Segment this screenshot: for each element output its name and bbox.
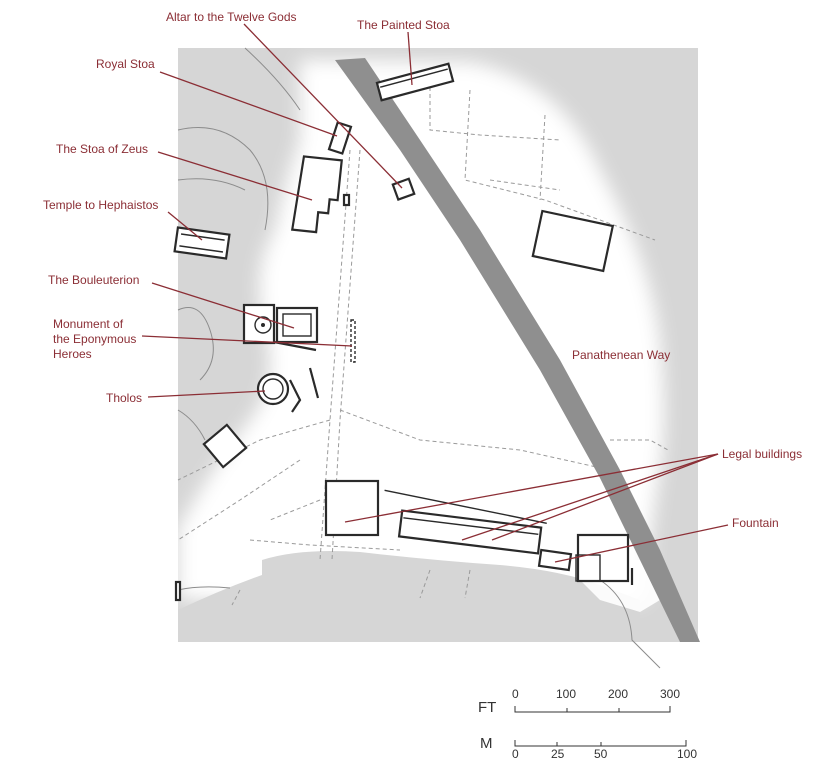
leader-lines [141, 23, 729, 563]
label-legal-buildings: Legal buildings [722, 447, 802, 461]
leader-bouleuterion [151, 282, 295, 329]
scale-m-label: M [480, 735, 493, 752]
leader-stoa-zeus [157, 151, 313, 201]
label-hephaistos: Temple to Hephaistos [43, 198, 158, 212]
scale-ft-tick-100: 100 [556, 687, 576, 701]
panathenean-way-road [335, 58, 700, 642]
scale-ft-tick-300: 300 [660, 687, 680, 701]
eponymous-heroes-monument [350, 319, 356, 363]
leader-royal-stoa [159, 71, 338, 137]
scale-ft-tick-200: 200 [608, 687, 628, 701]
leader-legal-1 [344, 453, 719, 523]
legal-building-square [324, 479, 380, 537]
leader-painted-stoa [407, 31, 413, 86]
label-eponymous-line3: Heroes [53, 347, 92, 361]
label-bouleuterion: The Bouleuterion [48, 273, 139, 287]
southern-terrain-band [178, 551, 640, 642]
west-edge-marker [174, 580, 182, 602]
south-stoa-building [384, 489, 547, 555]
scale-ft-bar [514, 706, 671, 713]
label-eponymous-line1: Monument of [53, 317, 124, 331]
leader-legal-2 [461, 453, 719, 541]
scale-ft-tick-0: 0 [512, 687, 519, 701]
scale-m-tick-0: 0 [512, 747, 519, 761]
leader-legal-3 [491, 453, 719, 541]
scale-bar: FT 0 100 200 300 M 0 25 50 100 [478, 687, 697, 761]
leader-hephaistos [167, 211, 203, 241]
scale-m-tick-25: 25 [551, 747, 565, 761]
southwest-building [202, 423, 248, 469]
label-panathenean-way: Panathenean Way [572, 348, 670, 362]
label-tholos: Tholos [106, 391, 142, 405]
scale-m-bar [514, 740, 687, 747]
map-labels: Altar to the Twelve Gods The Painted Sto… [43, 10, 802, 530]
leader-eponymous [141, 335, 353, 347]
leader-fountain [554, 524, 729, 563]
label-painted-stoa: The Painted Stoa [357, 18, 450, 32]
label-stoa-zeus: The Stoa of Zeus [56, 142, 148, 156]
hephaistos-temple-building [173, 226, 231, 260]
fountain-building [537, 533, 634, 585]
label-altar: Altar to the Twelve Gods [166, 10, 297, 24]
stoa-of-zeus-building [290, 155, 351, 234]
leader-tholos [147, 390, 266, 398]
painted-stoa-building [375, 62, 455, 102]
label-fountain: Fountain [732, 516, 779, 530]
east-building [531, 209, 615, 273]
scale-m-tick-100: 100 [677, 747, 697, 761]
tholos-building [256, 367, 320, 413]
southern-open-strip [178, 642, 698, 766]
label-royal-stoa: Royal Stoa [96, 57, 155, 71]
scale-ft-label: FT [478, 699, 496, 716]
contour-lines [177, 47, 661, 669]
leader-altar [243, 23, 403, 189]
label-eponymous-line2: the Eponymous [53, 332, 136, 346]
scale-m-tick-50: 50 [594, 747, 608, 761]
